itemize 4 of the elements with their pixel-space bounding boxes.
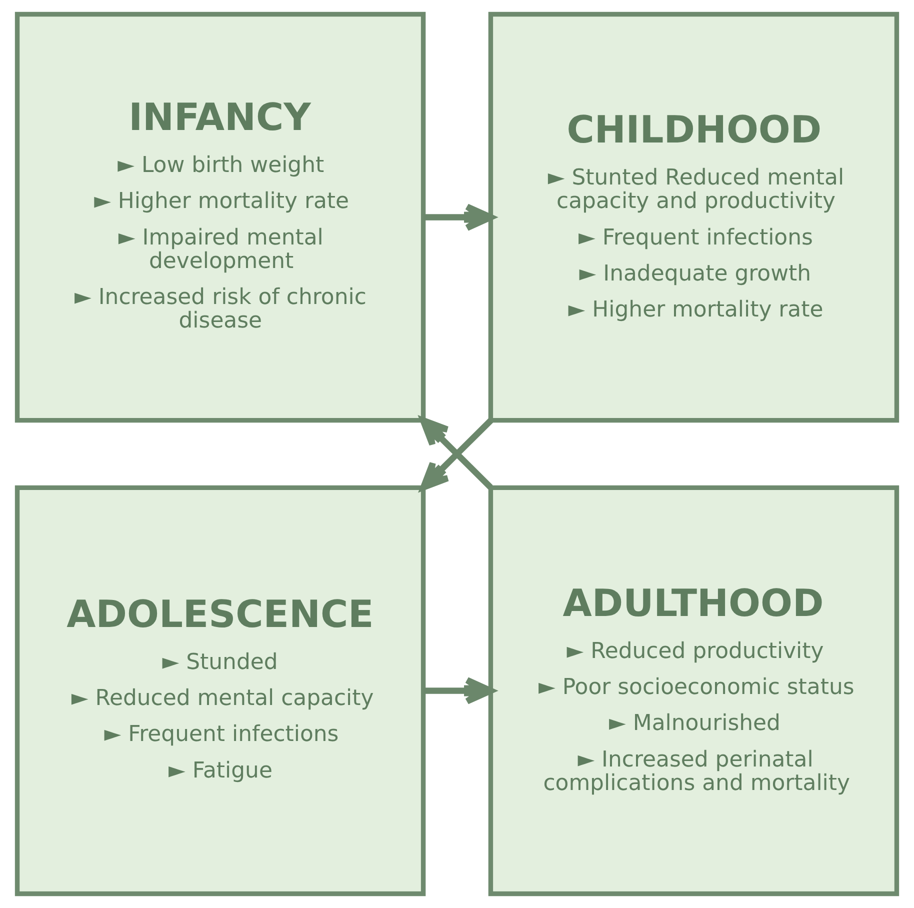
node-box: ADULTHOOD ► Reduced productivity ► Poor socioeconomic status ► Malnourished ► Increased perinatal complications and mortality (488, 485, 900, 896)
node-box: CHILDHOOD ► Stunted Reduced mental capacity and productivity ► Frequent infections ► Inadequate growth ► Higher mortality rate (488, 12, 900, 423)
node-box: INFANCY ► Low birth weight ► Higher mortality rate ► Impaired mental development ► Increased risk of chronic disease (14, 12, 426, 423)
node-box: ADOLESCENCE ► Stunded ► Reduced mental capacity ► Frequent infections ► Fatigue (14, 485, 426, 896)
